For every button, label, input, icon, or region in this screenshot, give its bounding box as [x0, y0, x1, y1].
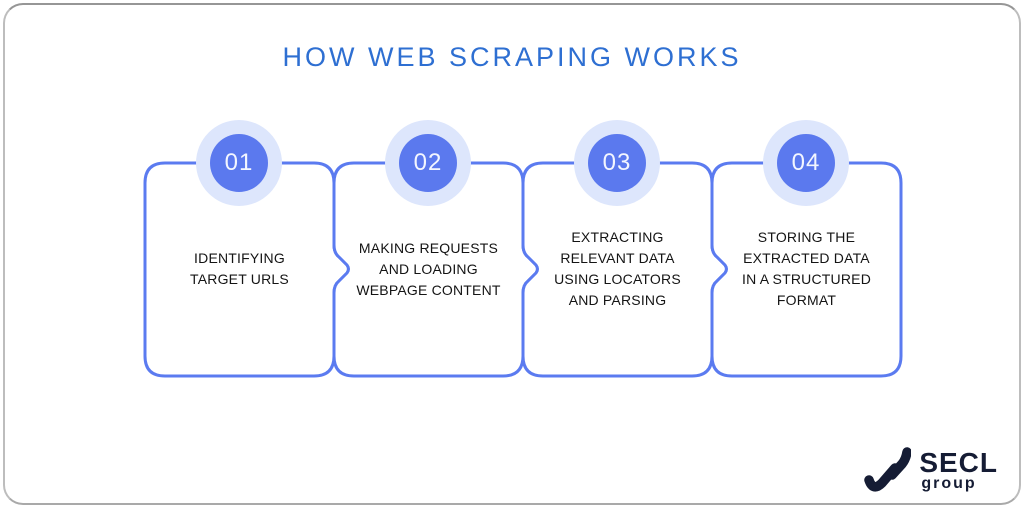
step-number-1: 01: [210, 134, 268, 192]
step-label-4: STORING THE EXTRACTED DATA IN A STRUCTUR…: [741, 229, 871, 308]
step-number-badge-1: 01: [196, 120, 282, 206]
step-number-2: 02: [399, 134, 457, 192]
logo-subtext: group: [921, 475, 977, 492]
process-flow-diagram: [143, 161, 903, 378]
step-number-3: 03: [588, 134, 646, 192]
logo-text: SECL group: [919, 447, 998, 492]
checkmark-swoosh-icon: [864, 447, 912, 492]
step-number-badge-4: 04: [763, 120, 849, 206]
page-title: HOW WEB SCRAPING WORKS: [282, 42, 742, 72]
logo-wordmark: SECL: [919, 447, 998, 478]
step-box-outline-4: [710, 161, 903, 378]
step-number-badge-3: 03: [574, 120, 660, 206]
step-number-4: 04: [777, 134, 835, 192]
step-number-badge-2: 02: [385, 120, 471, 206]
step-label-3: EXTRACTING RELEVANT DATA USING LOCATORS …: [554, 229, 681, 308]
step-label-2: MAKING REQUESTS AND LOADING WEBPAGE CONT…: [356, 239, 501, 298]
secl-group-logo: SECL group: [863, 440, 998, 492]
step-label-1: IDENTIFYING TARGET URLS: [190, 250, 289, 287]
